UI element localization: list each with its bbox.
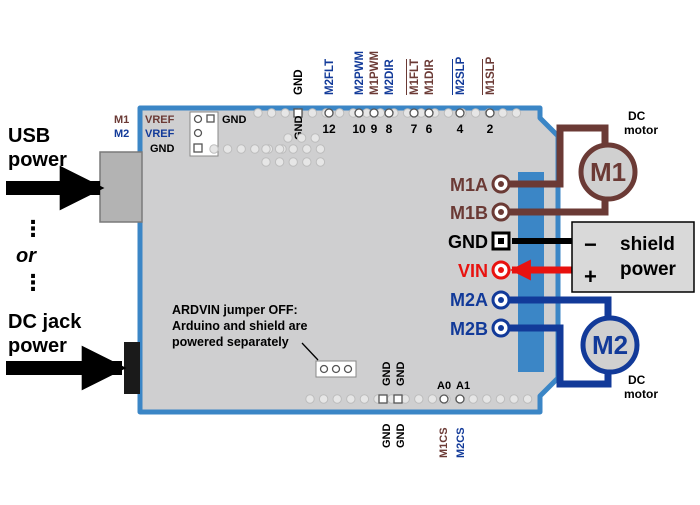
analog-a1-label: A1 (456, 380, 470, 392)
jumper-note-line1: ARDVIN jumper OFF: (172, 303, 298, 317)
vref-gnd-label: GND (150, 143, 175, 155)
decorative-board-pins (209, 133, 326, 167)
vref-m1-label: M1 (114, 114, 129, 126)
terminal-m2a: M2A (450, 290, 488, 310)
motor-m2: M2 DC motor (510, 296, 658, 401)
motor-m2-caption-2: motor (624, 387, 658, 401)
m2a-wire (510, 296, 612, 318)
board-pin-number: 9 (371, 122, 378, 136)
jumper-note-line3: powered separately (172, 335, 289, 349)
top-pin-label: M1FLT (409, 59, 421, 95)
board-pin-number: 2 (487, 122, 494, 136)
top-pin-label: M2FLT (324, 59, 336, 95)
bottom-gnd-top-2: GND (395, 362, 407, 387)
shield-power-label-2: power (620, 259, 677, 280)
motor-terminal-block: M1A M1B GND VIN M2A M2B (448, 174, 511, 339)
top-pin-label: M1DIR (424, 59, 436, 95)
top-pin-label: M1PWM (369, 51, 381, 95)
top-pin (369, 108, 379, 118)
ardvin-jumper-note: ARDVIN jumper OFF: Arduino and shield ar… (172, 303, 357, 378)
motor-m1-label: M1 (590, 157, 626, 187)
usb-power-line1: USB (8, 125, 50, 147)
top-pin-label: M2SLP (455, 56, 467, 95)
m2cs-label: M2CS (455, 427, 467, 458)
dc-jack-connector (124, 342, 140, 394)
usb-connector (99, 151, 143, 223)
bottom-labels: GND GND A0 A1 GND GND M1CS M2CS (381, 362, 470, 459)
bottom-gnd-bottom-1: GND (381, 424, 393, 449)
top-pin-label: GND (293, 69, 305, 95)
dots-top: ⋮ (22, 216, 44, 241)
terminal-m1a: M1A (450, 175, 488, 195)
board-pin-number: 7 (411, 122, 418, 136)
dc-jack-power-label: DC jack power (8, 311, 82, 357)
board-pin-number: 10 (352, 122, 366, 136)
shield-power-supply: − + shield power (509, 221, 695, 293)
or-label: or (16, 245, 37, 267)
m2b-wire (510, 324, 612, 388)
shield-power-label-1: shield (620, 234, 675, 255)
m1a-wire (510, 124, 609, 188)
board-pin-number: 8 (386, 122, 393, 136)
terminal-m2b: M2B (450, 319, 488, 339)
bottom-gnd-top-1: GND (381, 362, 393, 387)
motor-m1: M1 DC motor (510, 109, 658, 216)
m1cs-label: M1CS (438, 427, 450, 458)
motor-m1-caption-1: DC (628, 109, 646, 123)
terminal-gnd: GND (448, 232, 488, 252)
motor-m2-label: M2 (592, 330, 628, 360)
vref-header: M1 VREF M2 VREF GND GND (114, 111, 247, 157)
vref-label-1: VREF (145, 114, 175, 126)
top-pin (424, 108, 434, 118)
board-pin-number: 4 (457, 122, 464, 136)
dc-jack-line2: power (8, 335, 67, 357)
dc-jack-line1: DC jack (8, 311, 82, 333)
top-pin-label: M2PWM (354, 51, 366, 95)
jumper-note-line2: Arduino and shield are (172, 319, 307, 333)
top-pin (455, 108, 465, 118)
terminal-m1b: M1B (450, 203, 488, 223)
top-pin (409, 108, 419, 118)
top-pin (485, 108, 495, 118)
dots-bottom: ⋮ (22, 270, 44, 295)
board-pin-number: 6 (426, 122, 433, 136)
plus-sign: + (584, 264, 597, 289)
board-pin-number: 12 (322, 122, 336, 136)
usb-power-line2: power (8, 149, 67, 171)
top-header-pins (253, 108, 522, 118)
vref-m2-label: M2 (114, 128, 129, 140)
top-pin (354, 108, 364, 118)
terminal-vin: VIN (458, 261, 488, 281)
top-pin (293, 108, 303, 118)
vref-gnd-right-label: GND (222, 114, 247, 126)
motor-m1-caption-2: motor (624, 123, 658, 137)
bottom-header-pins (305, 394, 533, 404)
bottom-gnd-bottom-2: GND (395, 424, 407, 449)
analog-a0-label: A0 (437, 380, 451, 392)
top-pin (384, 108, 394, 118)
top-pin-label: M2DIR (384, 59, 396, 95)
top-pin-label: M1SLP (485, 56, 497, 95)
top-pin (324, 108, 334, 118)
vref-label-2: VREF (145, 128, 175, 140)
usb-power-label: USB power (8, 125, 67, 171)
or-separator: ⋮ or ⋮ (16, 216, 44, 295)
minus-sign: − (584, 232, 597, 257)
motor-m2-caption-1: DC (628, 373, 646, 387)
